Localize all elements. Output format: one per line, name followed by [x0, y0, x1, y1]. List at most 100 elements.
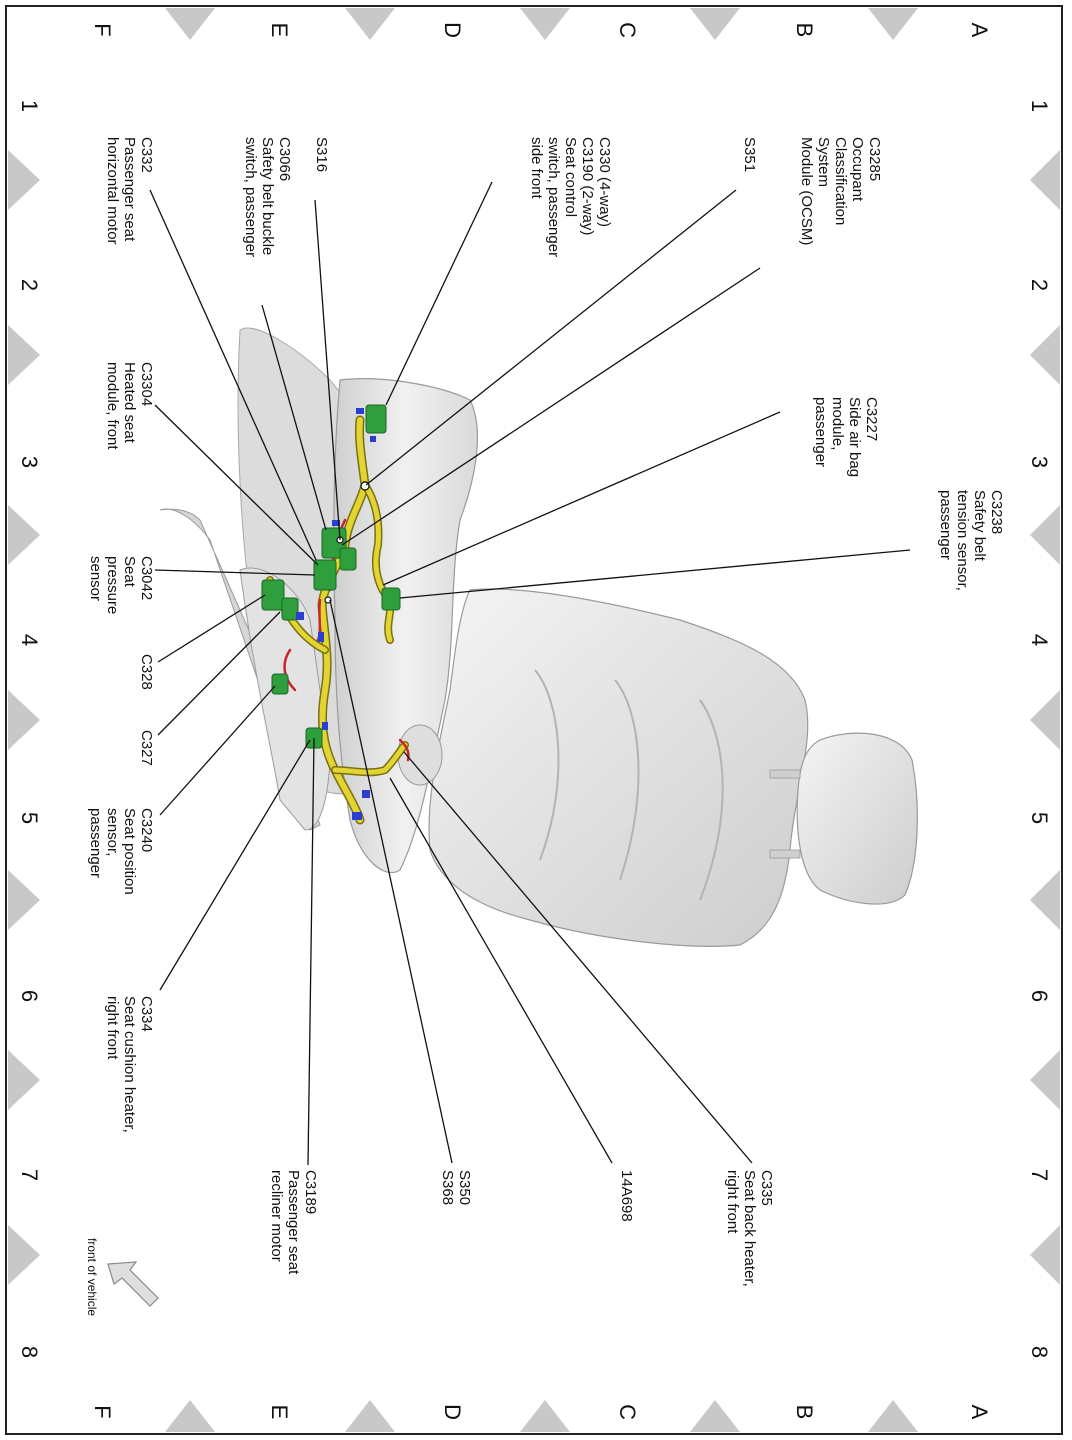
callout-c330: C330 (4-way) C3190 (2-way) Seat control …: [528, 137, 613, 257]
splice-s350: [324, 596, 332, 604]
connector-c327: [281, 597, 299, 621]
callout-s350: S350 S368: [439, 1170, 473, 1205]
terminal: [370, 436, 376, 442]
connector-c328: [261, 579, 285, 611]
callout-line: passenger: [937, 490, 954, 560]
column-label: 2: [17, 279, 42, 291]
column-label: 8: [17, 1346, 42, 1358]
row-label: A: [967, 1405, 992, 1420]
callout-s351: S351: [741, 137, 758, 172]
column-label: 4: [17, 634, 42, 646]
callout-c327: C327: [138, 730, 155, 766]
column-label: 3: [1027, 456, 1052, 468]
leader-s316: [314, 199, 341, 541]
row-label: D: [440, 1404, 465, 1420]
callout-line: S316: [313, 137, 330, 172]
row-label: D: [440, 22, 465, 38]
callout-line: C3285: [866, 137, 883, 181]
column-label: 3: [17, 456, 42, 468]
callout-line: side front: [528, 137, 545, 200]
row-labels-top: A B C D E F: [90, 22, 992, 38]
callout-s316: S316: [313, 137, 330, 172]
callout-line: Passenger seat: [285, 1170, 302, 1275]
callout-line: C3227: [863, 397, 880, 441]
callout-line: switch, passenger: [545, 137, 562, 257]
callout-line: Safety belt: [971, 490, 988, 562]
callout-c3285: C3285 Occupant Classification System Mod…: [798, 137, 883, 245]
leader-c3285: [385, 181, 493, 406]
callout-c3066: C3066 Safety belt buckle switch, passeng…: [242, 137, 293, 257]
callout-line: right front: [104, 996, 121, 1060]
leader-c3304: [154, 404, 319, 566]
leader-c3238: [399, 549, 911, 599]
callout-line: S368: [439, 1170, 456, 1205]
callout-line: Classification: [832, 137, 849, 225]
recliner-hinge: [397, 724, 443, 786]
callout-c3238: C3238 Safety belt tension sensor, passen…: [937, 490, 1005, 591]
callout-line: C330 (4-way): [596, 137, 613, 227]
headrest-post: [769, 849, 801, 859]
callout-line: Heated seat: [121, 362, 138, 444]
column-label: 2: [1027, 279, 1052, 291]
row-label: B: [792, 23, 817, 38]
column-label: 6: [1027, 990, 1052, 1002]
headrest-post: [769, 769, 801, 779]
callout-line: sensor: [87, 556, 104, 601]
callout-line: switch, passenger: [242, 137, 259, 257]
callout-line: C3190 (2-way): [579, 137, 596, 235]
connector-c3285: [365, 404, 387, 434]
callout-line: tension sensor,: [954, 490, 971, 591]
grid-tabs: [8, 8, 1060, 1432]
terminal: [362, 790, 370, 798]
terminal: [356, 408, 364, 414]
callout-line: Module (OCSM): [798, 137, 815, 245]
callout-c3304: C3304 Heated seat module, front: [104, 362, 155, 450]
leader-lines: [149, 181, 911, 1166]
column-labels-right: 1 2 3 4 5 6 7 8: [1027, 100, 1052, 1358]
callout-line: horizontal motor: [104, 137, 121, 245]
column-label: 6: [17, 990, 42, 1002]
leader-s351: [365, 189, 737, 486]
callout-c328: C328: [138, 654, 155, 690]
harness-branch: [332, 742, 408, 775]
callout-line: Seat: [121, 556, 138, 588]
leader-14a698: [389, 777, 613, 1164]
column-label: 1: [1027, 100, 1052, 112]
callout-c3240: C3240 Seat position sensor, passenger: [87, 808, 155, 895]
callout-line: C3304: [138, 362, 155, 406]
cushion-seam: [699, 699, 724, 901]
callout-line: Seat cushion heater,: [121, 996, 138, 1133]
callout-c3227: C3227 Side air bag module, passenger: [812, 397, 880, 477]
column-label: 1: [17, 100, 42, 112]
front-of-vehicle-label: front of vehicle: [85, 1238, 99, 1316]
callout-line: passenger: [812, 397, 829, 467]
column-labels-left: 1 2 3 4 5 6 7 8: [17, 100, 42, 1358]
callout-line: 14A698: [618, 1170, 635, 1222]
callout-line: pressure: [104, 556, 121, 614]
leader-s350: [329, 599, 453, 1164]
leader-c3189: [307, 737, 315, 1166]
callout-line: C3189: [302, 1170, 319, 1214]
sheet-frame: [5, 5, 1063, 1435]
callout-c335: C335 Seat back heater, right front: [724, 1170, 775, 1287]
row-label: F: [90, 1405, 115, 1418]
leader-c3227: [382, 411, 781, 586]
callout-line: recliner motor: [268, 1170, 285, 1262]
leader-c3042: [154, 569, 316, 576]
passenger-seat-illustration: [159, 327, 918, 947]
front-of-vehicle-arrow-icon: [107, 1261, 159, 1307]
callout-line: C327: [138, 730, 155, 766]
row-label: A: [967, 23, 992, 38]
callout-line: C334: [138, 996, 155, 1032]
callout-line: S351: [741, 137, 758, 172]
callout-line: C335: [758, 1170, 775, 1206]
callout-line: C3240: [138, 808, 155, 852]
column-label: 4: [1027, 634, 1052, 646]
callout-line: module,: [829, 397, 846, 450]
row-label: F: [90, 23, 115, 36]
leader-c327: [157, 611, 281, 736]
row-label: E: [267, 23, 292, 38]
connector-c3240: [271, 673, 289, 695]
leader-c3066: [261, 304, 327, 531]
callout-line: C332: [138, 137, 155, 173]
